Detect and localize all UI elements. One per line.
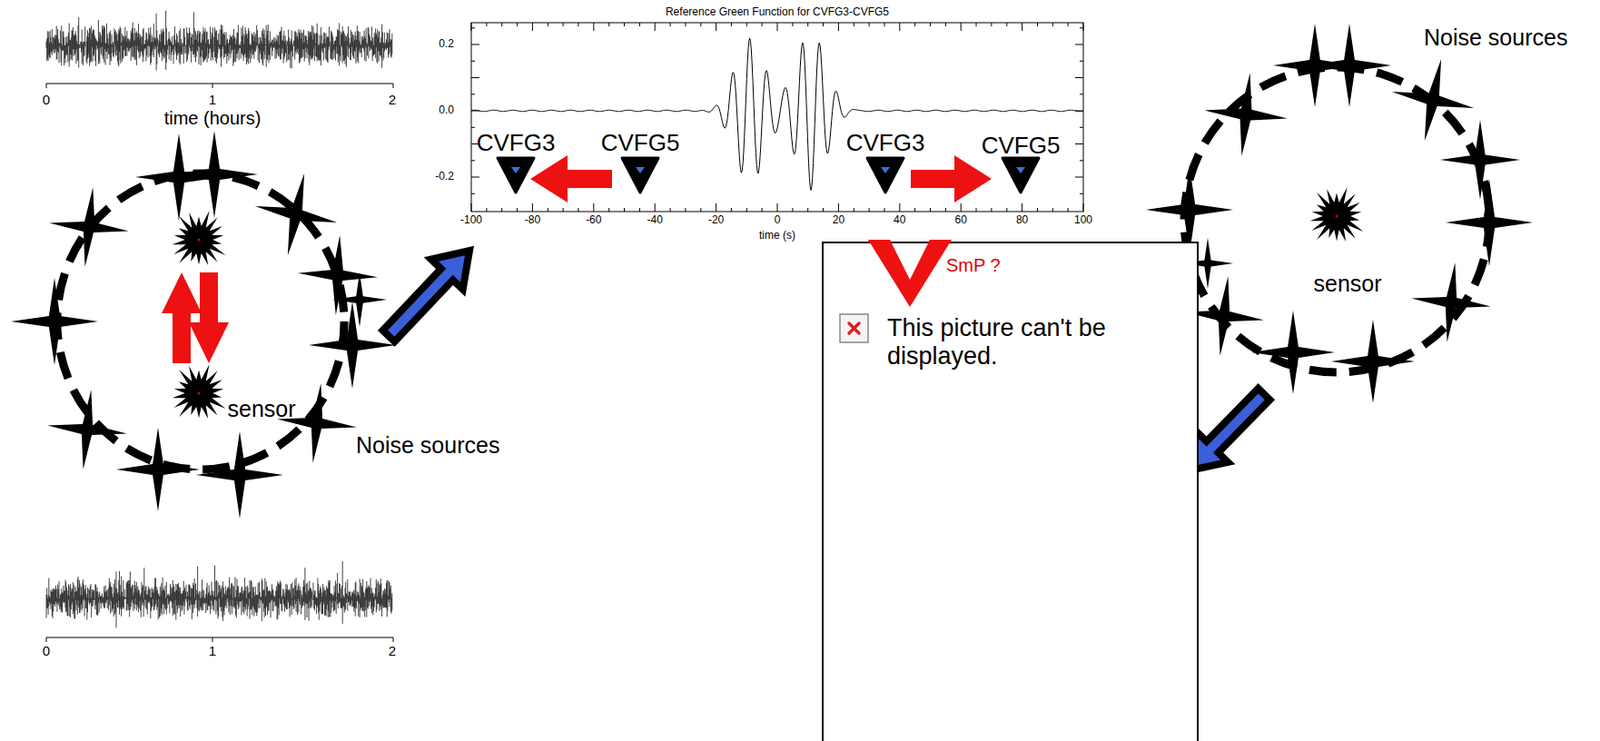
noise-source-star — [1307, 23, 1392, 108]
noise-source-star — [1411, 262, 1492, 343]
right-noise-ring — [1145, 23, 1533, 404]
noise-source-star — [255, 173, 337, 256]
placeholder-text: This picture can't be displayed. — [887, 314, 1178, 371]
x-tick-label: -100 — [460, 214, 483, 227]
x-tick-label: -20 — [708, 214, 724, 227]
down-arrow — [188, 272, 229, 364]
station-marker — [635, 167, 645, 174]
time-axis — [46, 637, 394, 642]
source-ring — [1184, 67, 1490, 373]
sensor-dot — [197, 238, 201, 242]
up-arrow — [161, 272, 202, 364]
noise-source-star — [332, 272, 387, 327]
x-tick-label: 100 — [1074, 214, 1093, 227]
time-tick-label: 1 — [208, 643, 217, 660]
plot-frame — [471, 22, 1084, 212]
left-noise-ring — [10, 130, 396, 519]
noise-source-star — [276, 383, 357, 464]
figure-label: sensor — [1313, 271, 1382, 297]
x-tick-label: 60 — [955, 214, 968, 227]
outgoing-arrow — [383, 250, 471, 342]
x-tick-label: -80 — [524, 214, 541, 227]
sensor-dot — [197, 392, 201, 396]
noise-source-star — [1251, 310, 1335, 395]
picture-placeholder: This picture can't be displayed. — [821, 241, 1199, 741]
time-tick-label: 2 — [388, 92, 396, 109]
sensor-symbol — [1310, 187, 1364, 242]
station-name: CVFG5 — [981, 132, 1061, 159]
causal-right-arrow — [910, 155, 992, 203]
sensor-symbol — [172, 364, 227, 419]
figure-label: sensor — [227, 396, 296, 423]
x-tick-label: 80 — [1016, 214, 1028, 227]
noise-trace — [46, 561, 393, 628]
noise-source-star — [1392, 59, 1474, 141]
y-tick-label: 0.2 — [438, 38, 455, 50]
station-name: CVFG3 — [846, 129, 926, 157]
time-axis — [46, 83, 394, 89]
noise-source-star — [1445, 178, 1533, 267]
time-tick-label: 0 — [42, 92, 50, 109]
time-tick-label: 1 — [208, 92, 217, 109]
y-tick-label: 0.0 — [438, 104, 455, 117]
noise-source-star — [170, 130, 258, 218]
time-tick-label: 0 — [42, 643, 50, 660]
noise-source-star — [1145, 166, 1234, 254]
time-tick-label: 2 — [388, 643, 396, 660]
green-function-chart — [471, 22, 1084, 212]
incoming-arrow — [1189, 388, 1270, 471]
noise-source-star — [1182, 237, 1234, 289]
noise-source-star — [10, 277, 99, 366]
noise-source-star — [1331, 319, 1415, 404]
noise-source-star — [1204, 72, 1288, 157]
x-tick-label: -60 — [585, 214, 602, 227]
noise-source-star — [49, 187, 129, 267]
time-tick-label: time (hours) — [164, 108, 262, 129]
station-marker — [880, 167, 890, 174]
smp-arrow — [868, 239, 952, 307]
x-tick-label: 40 — [893, 214, 906, 227]
axis-ticks — [471, 22, 1084, 212]
smp-arrow — [868, 239, 952, 307]
x-tick-label: -40 — [647, 214, 663, 227]
broken-image-icon — [838, 312, 871, 346]
figure-label: Noise sources — [1423, 25, 1568, 51]
noise-source-star — [297, 235, 378, 316]
figure-label: Noise sources — [355, 433, 500, 459]
phase-note: SmP ? — [946, 255, 1001, 276]
sensor-dot — [1335, 215, 1339, 218]
smp-arrow-overlay — [862, 234, 972, 317]
y-tick-label: -0.2 — [434, 170, 455, 183]
noise-source-star — [1440, 119, 1521, 200]
sensor-symbol — [172, 210, 227, 266]
noise-source-star — [116, 427, 200, 512]
station-triangle — [867, 158, 904, 193]
station-triangle — [1002, 158, 1039, 193]
noise-source-star — [196, 431, 284, 519]
station-name: CVFG3 — [476, 129, 556, 157]
noise-source-star — [47, 389, 128, 470]
noise-trace — [46, 10, 393, 71]
axis-title: time (s) — [759, 229, 796, 242]
x-tick-label: 20 — [832, 214, 845, 227]
station-name: CVFG5 — [601, 129, 681, 157]
station-triangle — [497, 158, 534, 193]
station-marker — [1016, 167, 1026, 174]
causal-left-arrow — [530, 155, 613, 203]
station-triangle — [622, 158, 659, 193]
noise-source-star — [1184, 276, 1265, 356]
noise-source-star — [308, 301, 396, 389]
chart-title: Reference Green Function for CVFG3-CVFG5 — [665, 6, 889, 19]
station-marker — [511, 167, 521, 174]
x-tick-label: 0 — [774, 214, 781, 227]
